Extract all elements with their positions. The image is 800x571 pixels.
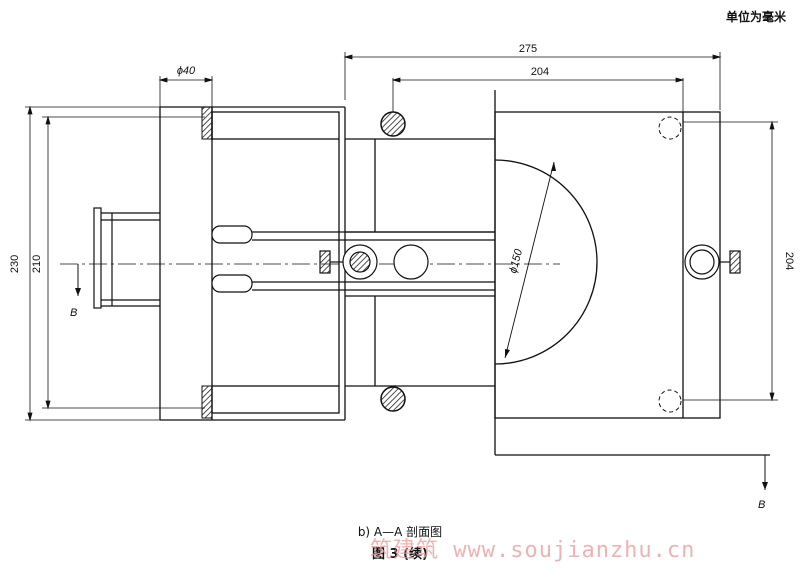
hatched-wall-bottom [201, 385, 213, 419]
caption-sub: b) A—A 剖面图 [358, 525, 442, 539]
left-flange [93, 207, 160, 309]
bolt-bottom [380, 386, 406, 412]
dim-210 [42, 115, 205, 410]
left-frame [159, 106, 346, 421]
hatched-wall-top [201, 106, 213, 140]
section-arrowhead-bottom [762, 482, 768, 490]
section-arrowhead-left [75, 288, 81, 296]
dim-230 [25, 105, 345, 422]
dim-210-label: 210 [31, 255, 43, 273]
diameter-arrow-bottom [505, 349, 510, 358]
dim-230-label: 230 [9, 255, 21, 273]
dim-204-top-label: 204 [531, 66, 549, 78]
dim-275-label: 275 [519, 43, 537, 55]
corner-holes [658, 116, 682, 413]
knob-right [684, 244, 741, 280]
dim-phi40 [158, 76, 214, 215]
diameter-line [504, 161, 555, 359]
dim-phi40-label: ϕ40 [177, 65, 196, 77]
watermark: 筑建筑 www.soujianzhu.cn [370, 538, 696, 563]
dim-275 [343, 52, 722, 110]
diameter-arrow-top [551, 162, 556, 171]
dim-204-right [683, 120, 778, 402]
unit-note: 单位为毫米 [725, 10, 786, 24]
knob-left [319, 244, 429, 280]
right-plate [494, 90, 770, 456]
dim-204-right-label: 204 [783, 252, 795, 270]
dim-phi150-label: ϕ150 [507, 247, 525, 275]
section-mark-bottom: B [758, 499, 765, 511]
caption-main: 图 3 (续) [372, 546, 428, 562]
rods [211, 225, 495, 293]
semicircle-opening [494, 159, 598, 365]
dim-204-top [391, 77, 685, 112]
section-mark-left: B [70, 307, 77, 319]
bolt-top [380, 111, 406, 137]
